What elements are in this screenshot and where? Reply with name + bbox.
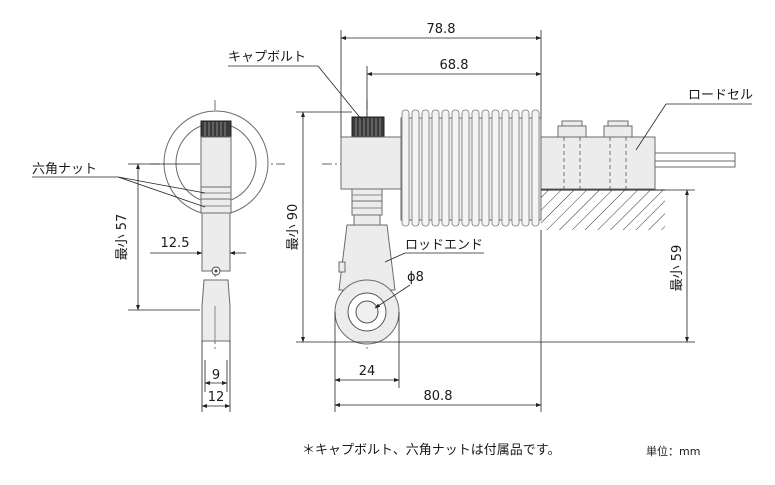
dim-68-8: 68.8 (440, 58, 469, 73)
dim-80-8: 80.8 (424, 389, 453, 404)
dim-24: 24 (359, 364, 376, 379)
footer-note: ＊キャプボルト、六角ナットは付属品です。 (302, 443, 560, 458)
dim-phi8: ϕ8 (407, 270, 424, 285)
mount-bolt-2 (603, 125, 633, 138)
dim-9: 9 (212, 368, 220, 383)
mounting-surface-hatch (541, 190, 665, 230)
dim-78-8: 78.8 (427, 22, 456, 37)
label-load-cell: ロードセル (688, 88, 753, 103)
dim-12-5: 12.5 (161, 236, 190, 251)
end-view: 最小 57 12.5 9 12 六角ナット (32, 100, 285, 412)
label-rod-end: ロッドエンド (405, 238, 483, 253)
label-cap-bolt: キャプボルト (228, 50, 306, 65)
dim-min59: 最小 59 (670, 245, 685, 292)
unit-label: 単位：mm (646, 444, 700, 458)
side-view: 78.8 68.8 最小 90 最小 59 24 80.8 ϕ8 キャプボルト (228, 22, 753, 412)
right-block-side (540, 136, 656, 190)
left-block-side (340, 136, 402, 190)
mount-block-end (200, 136, 232, 188)
dim-min57: 最小 57 (115, 214, 130, 261)
label-hex-nut: 六角ナット (32, 162, 97, 177)
rod-end-body-end (201, 279, 231, 342)
dim-12: 12 (208, 390, 225, 405)
dim-min90: 最小 90 (286, 204, 301, 251)
cooling-fins (401, 109, 540, 227)
mount-bolt-1 (557, 125, 587, 138)
rod-end-shaft-end (201, 212, 231, 272)
cable (654, 152, 736, 162)
